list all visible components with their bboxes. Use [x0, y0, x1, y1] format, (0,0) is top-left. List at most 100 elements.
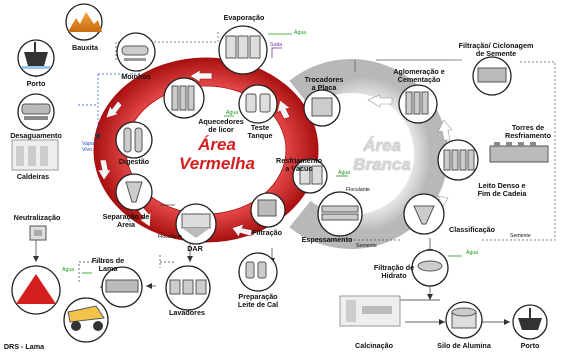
label-torres-2: Resfriamento	[505, 131, 551, 140]
label-filtros-lama-1: Filtros de	[91, 256, 125, 265]
label-evaporacao: Evaporação	[223, 13, 265, 22]
flow-agua-aquec: Água	[226, 110, 239, 116]
filtration-icon	[250, 192, 286, 228]
label-classificacao: Classificação	[449, 225, 495, 234]
bauxite-pile-icon	[65, 3, 103, 41]
label-leito-denso: Leito Denso e Fim de Cadeia	[466, 182, 538, 198]
flow-floculante-left: Floculante	[158, 234, 182, 240]
label-preparacao: Preparação Leite de Cal	[228, 293, 288, 309]
agglomeration-icon	[398, 84, 438, 124]
label-resfriamento-2: a Vácuo	[285, 164, 313, 173]
water-arrows	[82, 33, 462, 274]
test-tank-icon	[238, 84, 278, 124]
flow-vapor-vivo: Vapor Vivo	[82, 141, 95, 153]
red-area-label: Área Vermelha	[176, 135, 258, 173]
label-filtracao-hidrato-1: Filtração de	[373, 263, 415, 272]
white-area-label: Área Branca	[344, 136, 420, 174]
label-desaguamento: Desaguamento	[10, 131, 62, 140]
evaporation-icon	[218, 25, 268, 75]
label-filtros-lama-2: Lama	[98, 264, 118, 273]
digester-icon	[115, 121, 153, 159]
ship-icon	[17, 39, 55, 77]
flow-semente-mid: Semente	[356, 243, 377, 249]
label-filtracao-ciclonagem: Filtração/ Ciclonagem de Semente	[444, 42, 548, 58]
label-filtracao-ciclonagem-1: Filtração/ Ciclonagem	[458, 41, 534, 50]
ship-bottom-icon	[512, 304, 548, 340]
label-leito-denso-1: Leito Denso e	[478, 181, 526, 190]
label-trocadores: Trocadores a Placa	[298, 76, 350, 92]
label-filtracao: Filtração	[252, 228, 282, 237]
label-aglomeracao: Aglomeração e Cementação	[380, 68, 458, 84]
label-drs-lama: DRS - Lama	[3, 342, 45, 351]
label-caldeiras: Caldeiras	[16, 172, 50, 181]
red-area-line2: Vermelha	[179, 154, 255, 173]
label-filtros-lama: Filtros de Lama	[84, 257, 132, 273]
label-trocadores-2: a Placa	[311, 83, 337, 92]
label-filtracao-ciclonagem-2: de Semente	[475, 49, 517, 58]
label-neutralizacao: Neutralização	[13, 213, 61, 222]
flow-agua-filtros: Água	[62, 267, 75, 273]
flow-semente-right: Semente	[510, 233, 531, 239]
alumina-silo-icon	[445, 301, 483, 339]
label-torres: Torres de Resfriamento	[494, 124, 562, 140]
neutralization-tank-icon	[29, 225, 47, 241]
heater-icon	[163, 77, 205, 119]
label-aquecedores-1: Aquecedores	[198, 117, 244, 126]
seed-filtration-icon	[472, 56, 512, 96]
flow-agua-evap: Água	[294, 30, 307, 36]
label-separacao: Separação de Areia	[96, 213, 156, 229]
label-aquecedores: Aquecedores de licor	[196, 118, 246, 134]
label-dar: DAR	[187, 244, 203, 253]
white-area-line2: Branca	[353, 155, 411, 174]
label-moinhos: Moinhos	[121, 72, 151, 81]
flow-floculante-right: Floculante	[346, 187, 370, 193]
residue-pile-icon	[11, 265, 61, 315]
label-lavadores: Lavadores	[169, 308, 205, 317]
mill-icon	[116, 32, 156, 72]
flow-agua-hidrato: Água	[466, 250, 479, 256]
label-leito-denso-2: Fim de Cadeia	[477, 189, 527, 198]
plate-exchanger-icon	[303, 89, 341, 127]
label-teste-tanque-2: Tanque	[247, 131, 273, 140]
boiler-icon	[11, 139, 59, 171]
lime-preparation-icon	[238, 252, 278, 292]
flow-soda: Soda	[270, 42, 283, 48]
label-aglomeracao-2: Cementação	[397, 75, 441, 84]
label-separacao-2: Areia	[117, 220, 135, 229]
calciner-icon	[339, 295, 401, 327]
label-preparacao-2: Leite de Cal	[237, 300, 279, 309]
truck-icon	[63, 297, 109, 343]
label-silo-alumina: Silo de Alumina	[437, 341, 491, 350]
label-aglomeracao-1: Aglomeração e	[393, 67, 445, 76]
label-espessamento: Espessamento	[301, 235, 353, 244]
label-filtracao-hidrato-2: Hidrato	[381, 271, 407, 280]
flow-vapor-vivo-2: Vivo	[82, 147, 92, 153]
dewatering-icon	[17, 93, 55, 131]
hydrate-filter-icon	[411, 249, 449, 287]
washer-icon	[165, 265, 211, 311]
equipment-icons	[11, 3, 549, 343]
label-resfriamento-1: Resfriamento	[276, 156, 322, 165]
label-separacao-1: Separação de	[102, 212, 150, 221]
flow-vapor-vivo-1: Vapor	[82, 141, 96, 147]
vacuum-cooler-icon	[292, 158, 328, 194]
flow-agua-resfr: Água	[338, 170, 351, 176]
label-bauxita: Bauxita	[72, 43, 98, 52]
cooling-tower-icon	[489, 142, 549, 163]
label-porto-bottom: Porto	[520, 341, 540, 350]
label-calcinacao: Calcinação	[355, 341, 393, 350]
classification-icon	[403, 193, 445, 235]
red-area-line1: Área	[198, 135, 236, 154]
label-trocadores-1: Trocadores	[304, 75, 344, 84]
label-filtracao-hidrato: Filtração de Hidrato	[366, 264, 422, 280]
thickener-dar-icon	[175, 203, 217, 245]
label-teste-tanque-1: Teste	[250, 123, 270, 132]
label-aquecedores-2: de licor	[208, 125, 234, 134]
label-digestao: Digestão	[118, 157, 150, 166]
label-preparacao-1: Preparação	[238, 292, 278, 301]
mud-filter-icon	[101, 266, 143, 308]
label-torres-1: Torres de	[511, 123, 545, 132]
label-porto-top: Porto	[26, 79, 46, 88]
thickening-icon	[317, 191, 363, 237]
label-resfriamento: Resfriamento a Vácuo	[270, 157, 328, 173]
